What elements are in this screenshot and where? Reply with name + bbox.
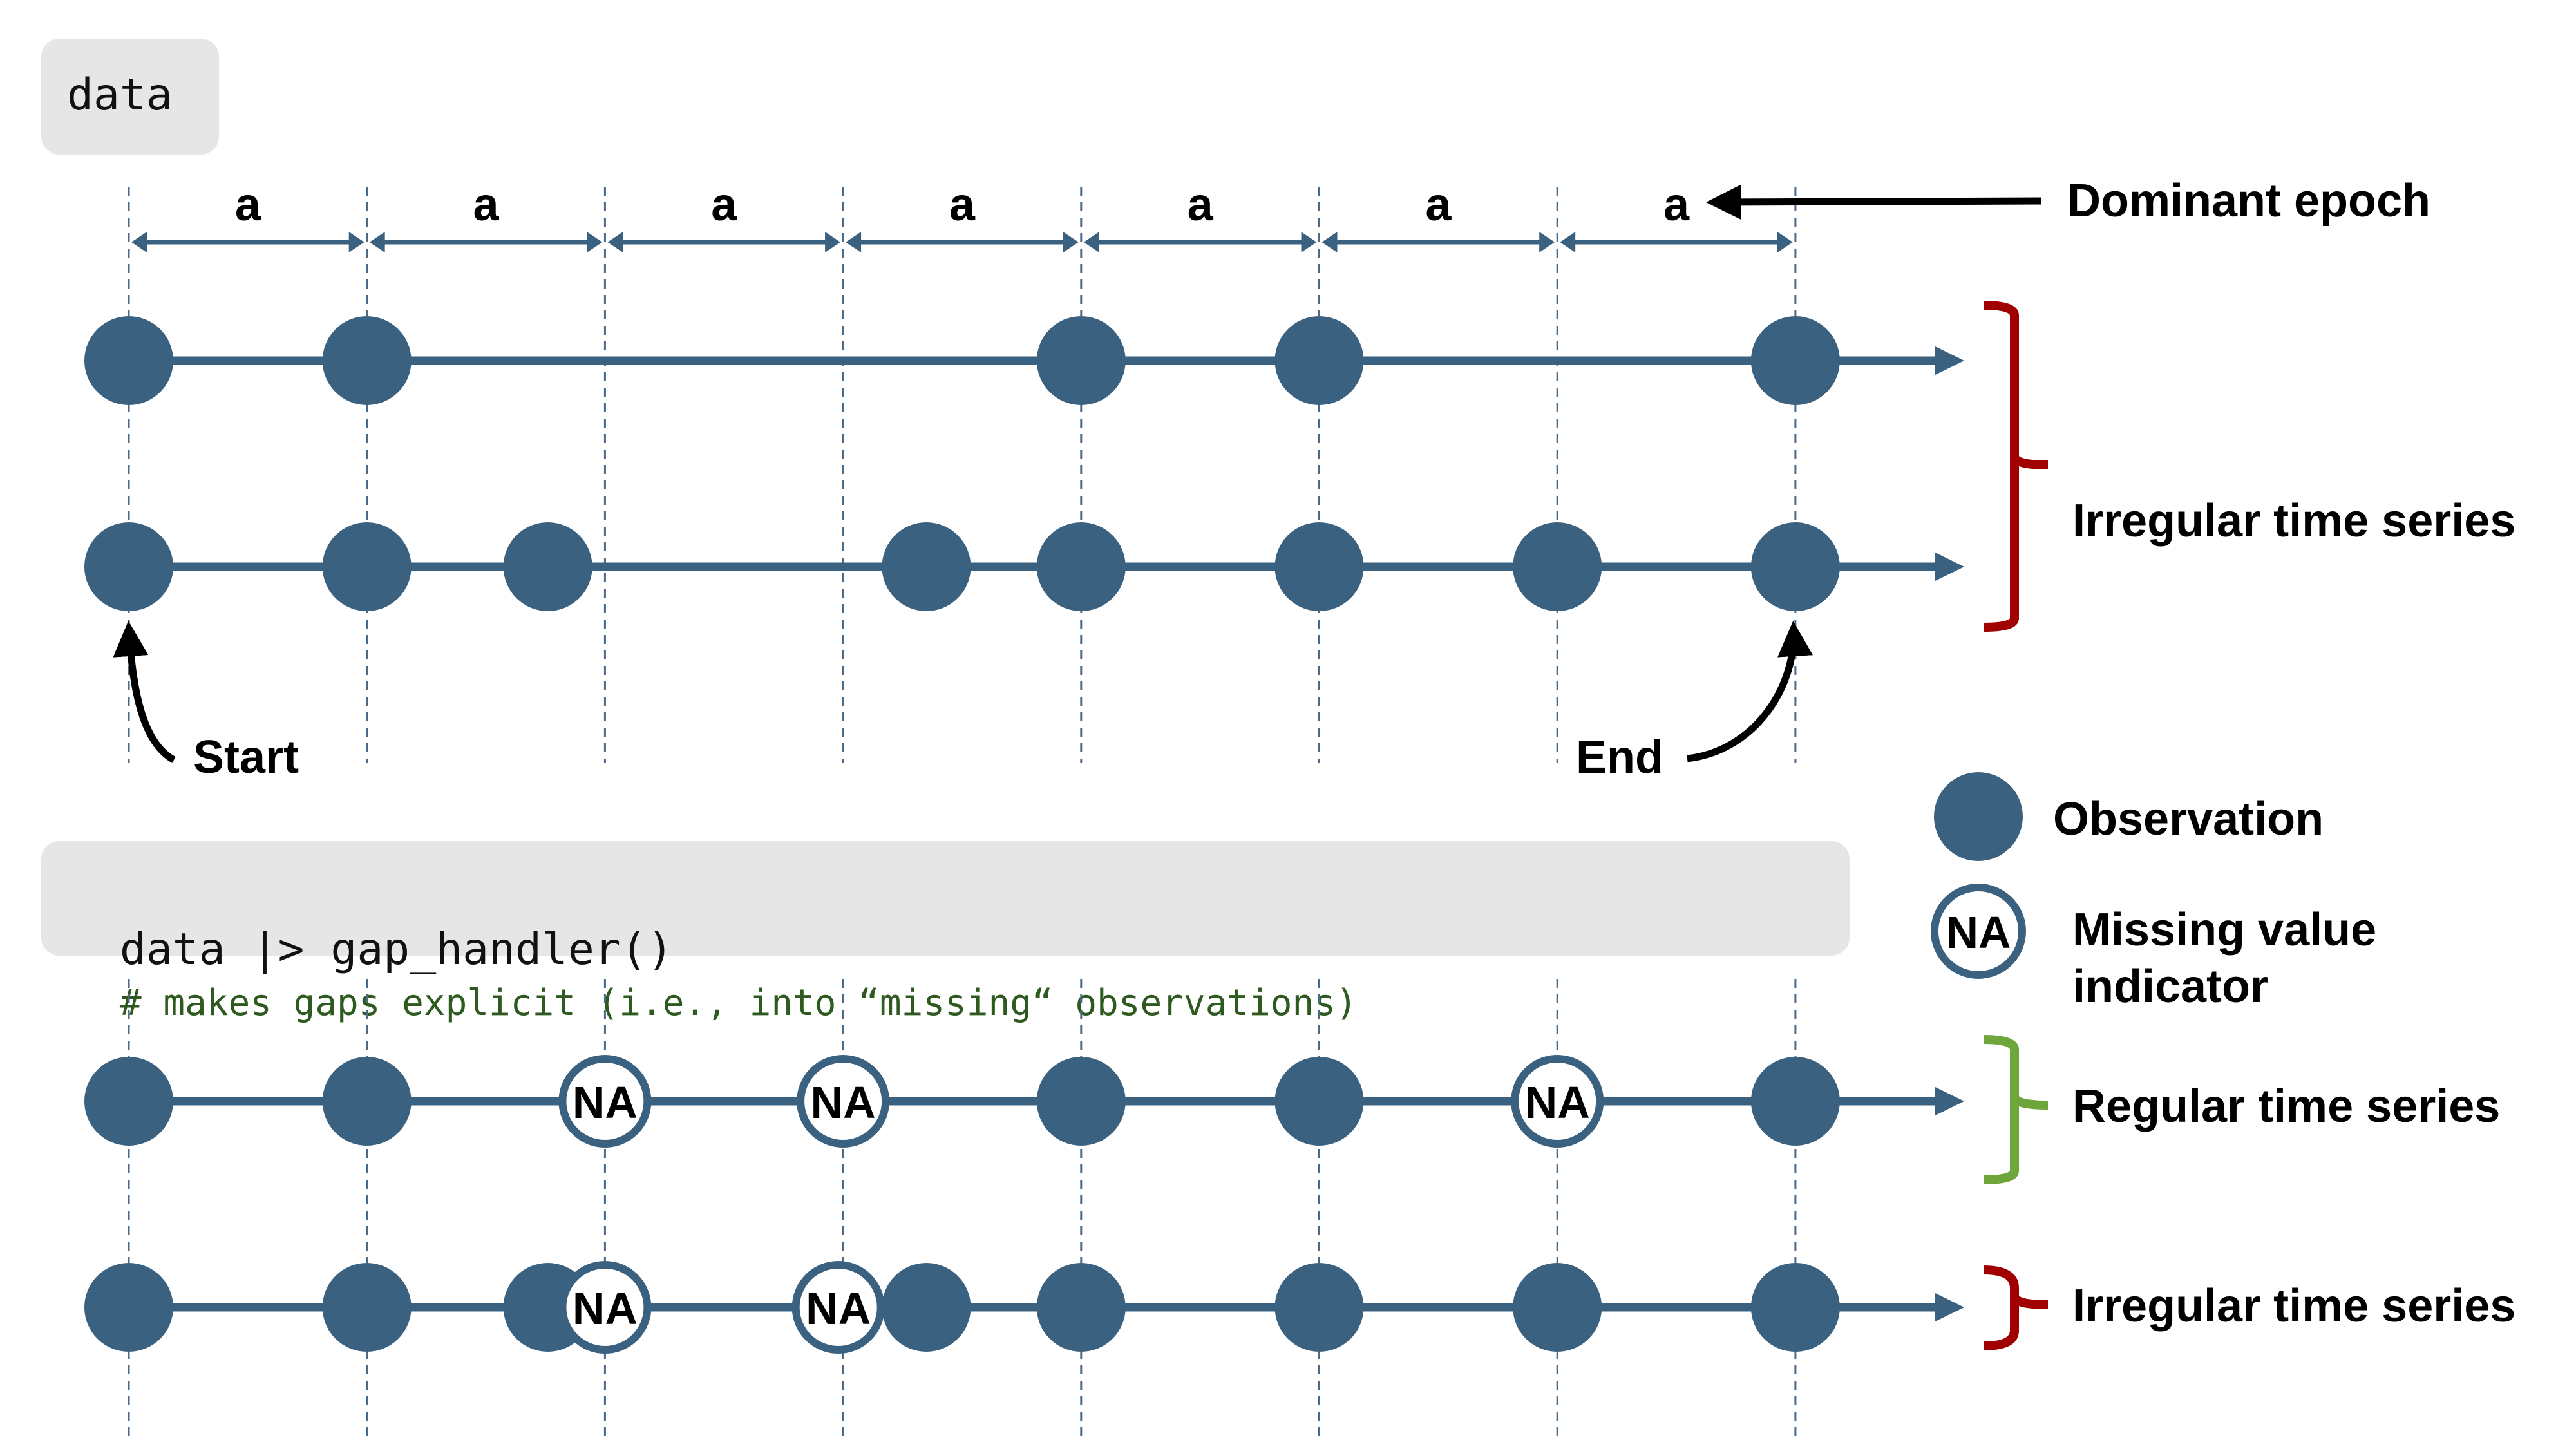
- legend-observation-icon: [1934, 772, 2023, 861]
- epoch-arrowhead-left: [846, 232, 862, 252]
- missing-point-label: NA: [811, 1077, 876, 1128]
- start-label: Start: [193, 732, 299, 783]
- missing-point-label: NA: [573, 1283, 638, 1334]
- series-axis-arrowhead: [1935, 1293, 1964, 1321]
- observation-point: [322, 316, 412, 405]
- legend-observation-label: Observation: [2053, 793, 2324, 845]
- observation-point: [1513, 522, 1602, 611]
- epoch-arrowhead-left: [131, 232, 147, 252]
- series-rows: NA NA NA NA NA: [84, 316, 1964, 1354]
- end-label: End: [1576, 732, 1663, 783]
- series-axis-arrowhead: [1935, 553, 1964, 581]
- observation-point: [1750, 1263, 1840, 1352]
- epoch-label: a: [1663, 179, 1690, 231]
- epoch-arrowhead-left: [369, 232, 385, 252]
- missing-point-label: NA: [573, 1077, 638, 1128]
- dominant-epoch-arrow: [1706, 184, 2042, 220]
- epoch-arrowhead-right: [348, 232, 365, 252]
- dominant-epoch-label: Dominant epoch: [2067, 175, 2430, 227]
- observation-point: [322, 1057, 412, 1146]
- observation-point: [503, 522, 592, 611]
- series-row-raw-irregular-2: [84, 522, 1964, 611]
- end-arrow: [1687, 621, 1814, 762]
- epoch-label: a: [949, 179, 976, 231]
- observation-point: [1036, 316, 1126, 405]
- epoch-label: a: [711, 179, 737, 231]
- observation-point: [1036, 522, 1126, 611]
- observation-point: [1274, 1263, 1364, 1352]
- epoch-label: a: [1188, 179, 1214, 231]
- epoch-arrowhead-left: [607, 232, 623, 252]
- legend-missing-icon: [1931, 884, 2026, 979]
- epoch-label: a: [473, 179, 500, 231]
- epoch-arrowhead-right: [1539, 232, 1555, 252]
- observation-point: [322, 1263, 412, 1352]
- missing-point: [791, 1261, 885, 1354]
- start-arrow: [113, 621, 176, 763]
- group-label-top: Irregular time series: [2072, 495, 2515, 547]
- epoch-label: a: [1425, 179, 1452, 231]
- missing-point: [558, 1055, 652, 1148]
- epoch-arrowhead-right: [825, 232, 841, 252]
- epoch-arrowhead-left: [1083, 232, 1099, 252]
- observation-point: [84, 316, 173, 405]
- observation-point: [84, 522, 173, 611]
- epoch-arrowhead-right: [1301, 232, 1317, 252]
- observation-point: [1036, 1263, 1126, 1352]
- brace-regular: [1983, 1035, 2049, 1184]
- epoch-grid: [128, 187, 1797, 1436]
- epoch-arrowhead-left: [1560, 232, 1576, 252]
- observation-point: [1750, 522, 1840, 611]
- missing-point: [558, 1261, 652, 1354]
- observation-point: [1274, 316, 1364, 405]
- series-row-handled-irregular: NA NA: [84, 1261, 1964, 1354]
- code-box-gap-handler: [41, 841, 1850, 956]
- series-axis-arrowhead: [1935, 1087, 1964, 1115]
- code-call: data |> gap_handler(): [119, 924, 674, 975]
- series-row-raw-irregular-1: [84, 316, 1964, 405]
- observation-point: [882, 1263, 971, 1352]
- missing-point-label: NA: [806, 1283, 871, 1334]
- observation-point: [84, 1263, 173, 1352]
- legend-missing-label-line1: Missing value: [2072, 904, 2376, 956]
- missing-point: [797, 1055, 890, 1148]
- observation-point: [1274, 522, 1364, 611]
- code-data: data: [67, 70, 173, 120]
- code-box-data: [41, 39, 219, 155]
- group-label-bottom-irregular: Irregular time series: [2072, 1280, 2515, 1332]
- legend-missing-label-line2: indicator: [2072, 961, 2268, 1012]
- epoch-arrowhead-right: [1063, 232, 1079, 252]
- observation-point: [84, 1057, 173, 1146]
- epoch-arrowhead-right: [1777, 232, 1793, 252]
- observation-point: [1750, 316, 1840, 405]
- observation-point: [882, 522, 971, 611]
- observation-point: [1036, 1057, 1126, 1146]
- observation-point: [322, 522, 412, 611]
- group-label-regular: Regular time series: [2072, 1081, 2500, 1132]
- epoch-label: a: [235, 179, 261, 231]
- observation-point: [1513, 1263, 1602, 1352]
- observation-point: [1274, 1057, 1364, 1146]
- code-gap-handler: data |> gap_handler() # makes gaps expli…: [67, 873, 1358, 1026]
- epoch-arrowhead-left: [1321, 232, 1338, 252]
- series-row-handled-regular: NA NA NA: [84, 1055, 1964, 1148]
- brace-top-irregular: [1983, 301, 2049, 632]
- series-axis-arrowhead: [1935, 346, 1964, 375]
- code-comment: # makes gaps explicit (i.e., into “missi…: [119, 982, 1358, 1024]
- legend-missing-symbol: NA: [1946, 907, 2011, 958]
- missing-point: [1511, 1055, 1604, 1148]
- missing-point-label: NA: [1525, 1077, 1590, 1128]
- epoch-arrowhead-right: [587, 232, 603, 252]
- observation-point: [1750, 1057, 1840, 1146]
- brace-bottom-irregular: [1983, 1265, 2049, 1350]
